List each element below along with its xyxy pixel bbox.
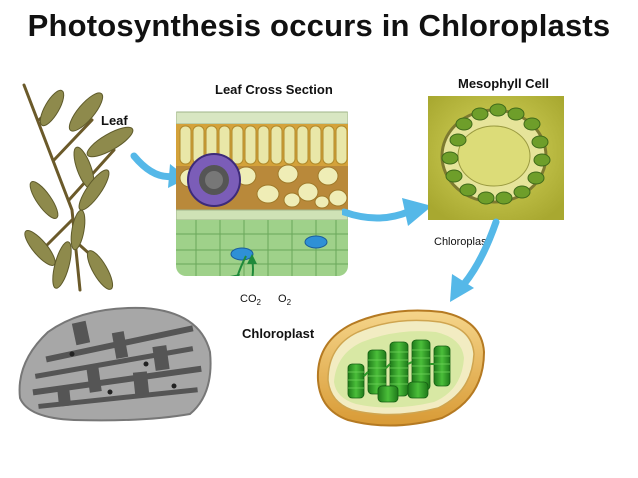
leaf-cross-section-illustration bbox=[176, 104, 348, 276]
chloroplast-label: Chloroplast bbox=[242, 326, 315, 341]
co2-label: CO2 bbox=[240, 293, 261, 308]
page-title: Photosynthesis occurs in Chloroplasts bbox=[27, 8, 611, 43]
arrow-section-to-mesophyll bbox=[342, 198, 432, 226]
o2-label: O2 bbox=[278, 293, 292, 308]
chloroplast-micrograph bbox=[18, 306, 212, 422]
mesophyll-cell-label: Mesophyll Cell bbox=[458, 76, 550, 91]
chloroplast-pointer-label: Chloroplast bbox=[434, 236, 490, 248]
chloroplast-3d-illustration bbox=[316, 309, 486, 427]
leaf-illustration bbox=[22, 83, 134, 292]
leaf-cross-section-label: Leaf Cross Section bbox=[215, 82, 333, 97]
leaf-label: Leaf bbox=[101, 113, 128, 128]
arrow-mesophyll-to-chloroplast bbox=[450, 218, 500, 302]
mesophyll-cell-micrograph bbox=[428, 96, 564, 220]
